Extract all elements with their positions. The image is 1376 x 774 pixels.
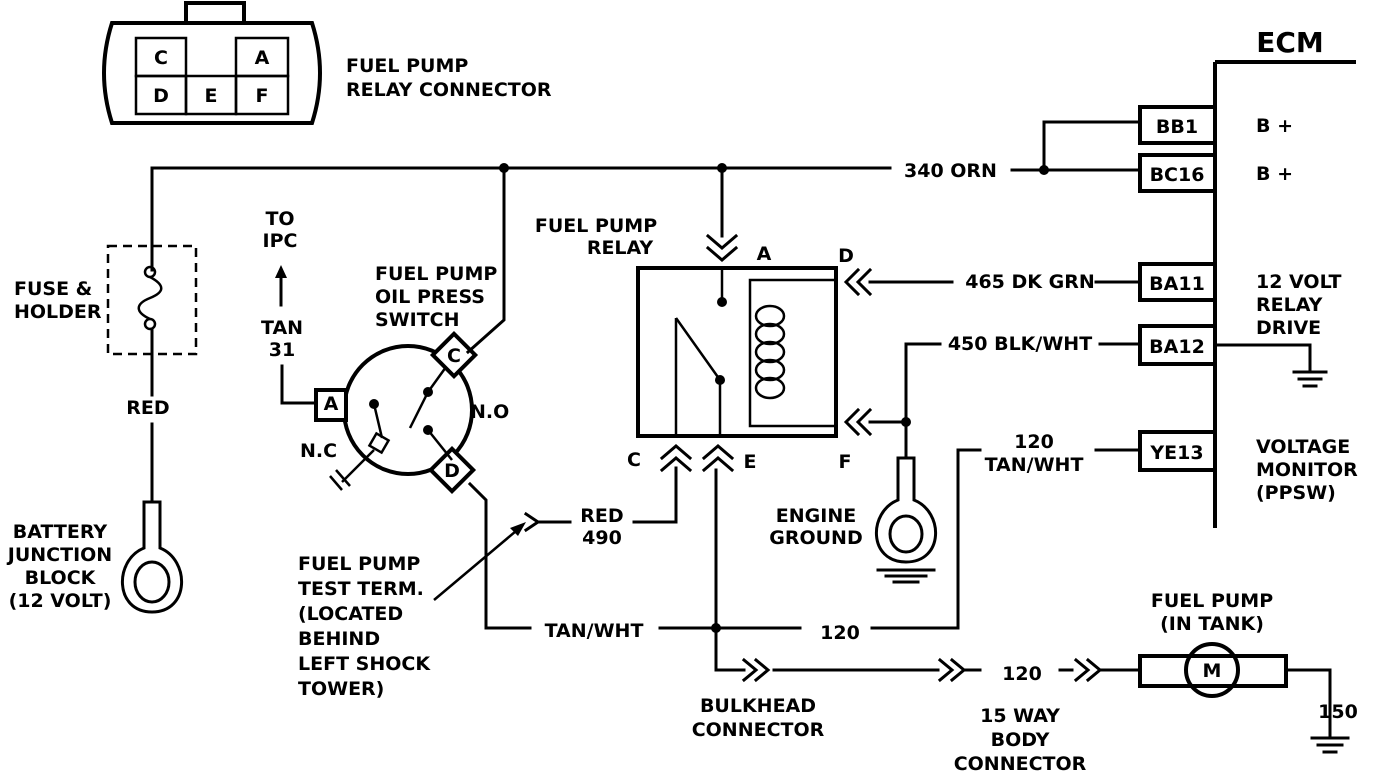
test-term-label-1: FUEL PUMP [298,553,420,575]
bulkhead-label-2: CONNECTOR [692,719,825,741]
ecm-terminal-bb1: BB1 [1156,116,1198,138]
connector-pin-c: C [154,47,168,69]
wire-label-120-tan-wht-2: TAN/WHT [985,454,1084,476]
wire-label-120-bottom: 120 [820,622,860,644]
ecm-voltage-monitor-3: (PPSW) [1256,482,1336,504]
relay-pin-f-label: F [839,451,852,473]
relay-pin-f-chevron [843,342,1142,460]
fuel-pump-motor [1138,642,1350,754]
connector-pin-d: D [153,85,169,107]
relay-pin-a-label: A [757,243,772,265]
relay-pin-d-label: D [838,245,854,267]
body-connector-label-2: BODY [991,729,1050,751]
fuel-pump-tank-label-2: (IN TANK) [1160,613,1264,635]
wire-label-450-blk-wht: 450 BLK/WHT [948,333,1092,355]
relay-title-1: FUEL PUMP [535,215,657,237]
ecm-terminal-bc16: BC16 [1150,164,1205,186]
oil-pressure-switch [314,330,479,495]
relay-title-2: RELAY [587,237,654,259]
motor-label: M [1203,660,1222,682]
switch-nc-label: N.C [300,440,337,462]
test-terminal-pointer [433,511,572,601]
battery-label-2: JUNCTION [6,544,112,566]
connector-pin-f: F [256,85,269,107]
ecm-terminal-ba11: BA11 [1149,273,1205,295]
battery-label-4: (12 VOLT) [9,590,112,612]
wire-label-150: 150 [1318,701,1358,723]
wire-red-490 [632,466,678,524]
test-term-label-2: TEST TERM. [298,578,424,600]
engine-ground-label-1: ENGINE [776,505,856,527]
relay-connector: C A D E F [102,1,322,125]
arrow-up-icon [275,265,287,307]
connector-pin-a: A [255,47,270,69]
wire-label-120-tan-wht-1: 120 [1014,431,1054,453]
switch-no-label: N.O [470,401,509,423]
battery-label-3: BLOCK [25,567,97,589]
switch-title-3: SWITCH [375,309,460,331]
switch-pin-a: A [324,393,339,415]
switch-pin-c: C [447,345,461,367]
relay-pin-e-label: E [744,451,757,473]
fuel-pump-tank-label-1: FUEL PUMP [1151,590,1273,612]
wire-340-orn [150,120,1142,175]
ecm-bplus-1: B + [1256,115,1293,137]
connector-label-line1: FUEL PUMP [346,55,468,77]
ecm-voltage-monitor-2: MONITOR [1256,459,1358,481]
engine-ground-terminal-icon [874,456,938,584]
wire-label-120-body: 120 [1002,663,1042,685]
bulkhead-label-1: BULKHEAD [700,695,816,717]
connector-label-line2: RELAY CONNECTOR [346,79,552,101]
wire-label-tan-31-2: 31 [269,339,295,361]
test-term-label-4: BEHIND [298,628,380,650]
test-term-label-6: TOWER) [298,678,384,700]
ecm-terminal-ye13: YE13 [1149,442,1203,464]
wire-label-tan-wht: TAN/WHT [545,620,644,642]
switch-title-1: FUEL PUMP [375,263,497,285]
wire-label-red-490-1: RED [580,505,623,527]
wire-tan-wht [467,448,1142,633]
fuse-holder [106,166,198,504]
wire-label-red-490-2: 490 [582,527,622,549]
ecm-module [1138,60,1356,528]
relay-pin-c-chevron [659,444,693,473]
wire-label-340-orn: 340 ORN [904,160,997,182]
ecm-voltage-monitor-1: VOLTAGE [1256,436,1350,458]
relay-pin-c-label: C [627,449,641,471]
connector-pin-e: E [205,85,218,107]
switch-pin-d: D [444,460,460,482]
wire-switch-c [465,166,506,355]
body-connector-label-1: 15 WAY [980,705,1060,727]
relay-pin-e-chevron [701,444,735,672]
ecm-relay-drive-2: RELAY [1256,294,1323,316]
ecm-title: ECM [1256,26,1324,59]
to-ipc-label-1: TO [265,208,294,230]
relay-pin-d-chevron [843,267,1142,297]
to-ipc-label-2: IPC [263,230,298,252]
wire-tan-31 [280,364,318,405]
ecm-bplus-2: B + [1256,163,1293,185]
ecm-ground-symbol [1213,343,1328,388]
test-term-label-3: (LOCATED [298,603,403,625]
ecm-relay-drive-3: DRIVE [1256,317,1321,339]
test-term-label-5: LEFT SHOCK [298,653,431,675]
fuse-label-2: HOLDER [14,301,102,323]
ecm-relay-drive-1: 12 VOLT [1256,271,1342,293]
fuel-pump-relay [636,266,838,438]
engine-ground-label-2: GROUND [769,527,862,549]
wire-label-465-dk-grn: 465 DK GRN [965,271,1095,293]
wire-label-tan-31-1: TAN [261,317,303,339]
ecm-terminal-ba12: BA12 [1149,336,1205,358]
fuse-label-1: FUSE & [14,278,92,300]
body-connector-label-3: CONNECTOR [954,753,1087,774]
switch-title-2: OIL PRESS [375,286,485,308]
wire-120-pump-feed [714,657,1142,683]
relay-pin-a-chevron [705,233,739,262]
battery-terminal-icon [121,500,183,614]
wire-label-red: RED [126,397,169,419]
battery-label-1: BATTERY [13,521,108,543]
